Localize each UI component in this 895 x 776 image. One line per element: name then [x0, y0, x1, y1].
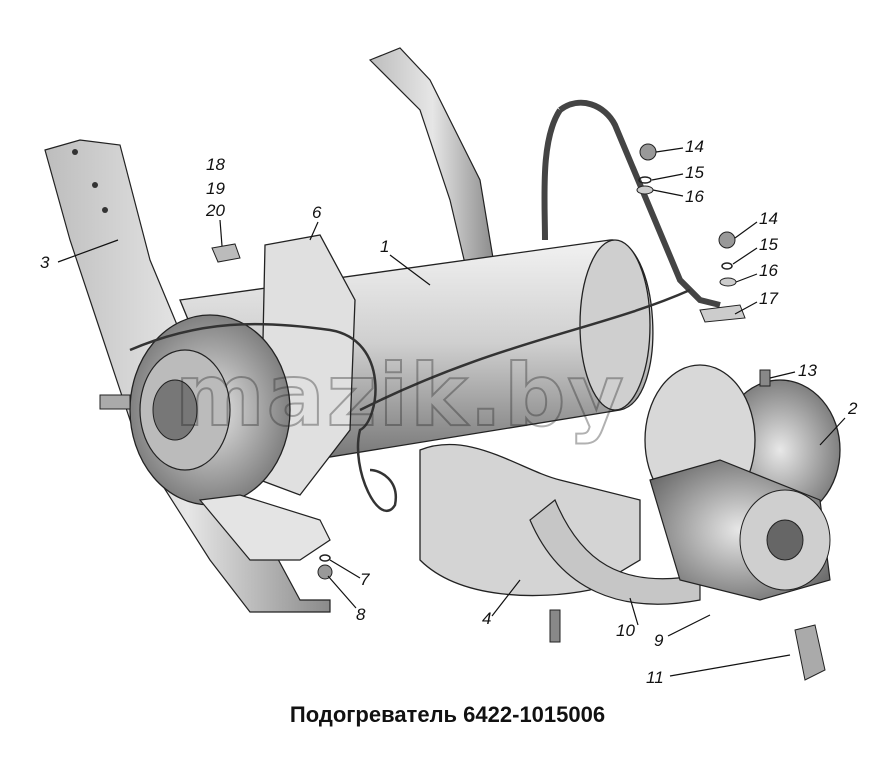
- fuel-line: [129, 288, 691, 513]
- burner-end-cap: [129, 314, 291, 506]
- small-hardware: [99, 143, 826, 681]
- callout-3: 3: [40, 253, 50, 272]
- callout-8: 8: [356, 605, 366, 624]
- fuel-tube-upper: [558, 99, 721, 308]
- callout-4: 4: [482, 609, 491, 628]
- callout-1: 1: [380, 237, 389, 256]
- callout-6: 6: [312, 203, 322, 222]
- callout-13: 13: [798, 361, 817, 380]
- callout-20: 20: [205, 201, 225, 220]
- watermark-text: mazik.by: [175, 346, 626, 446]
- callout-11: 11: [646, 668, 664, 687]
- callout-16-right: 16: [759, 261, 778, 280]
- callout-7: 7: [360, 570, 370, 589]
- callout-16-top: 16: [685, 187, 704, 206]
- callout-18: 18: [206, 155, 225, 174]
- lower-bracket: [198, 494, 331, 561]
- callouts: 1 2 3 4 6 7 8 9 10 11 13 14 15 16 14 15 …: [40, 137, 858, 687]
- callout-9: 9: [654, 631, 664, 650]
- heater-main-body: [179, 234, 654, 496]
- exhaust-pipe: [419, 443, 701, 605]
- callout-10: 10: [616, 621, 635, 640]
- callout-17: 17: [759, 289, 778, 308]
- blower-fan: [644, 364, 841, 601]
- diagram-caption: Подогреватель 6422-1015006: [289, 702, 606, 727]
- leader-lines: [57, 147, 846, 677]
- callout-15-right: 15: [759, 235, 778, 254]
- callout-14-right: 14: [759, 209, 778, 228]
- callout-2: 2: [847, 399, 858, 418]
- callout-15-top: 15: [685, 163, 704, 182]
- callout-14-top: 14: [685, 137, 704, 156]
- callout-19: 19: [206, 179, 225, 198]
